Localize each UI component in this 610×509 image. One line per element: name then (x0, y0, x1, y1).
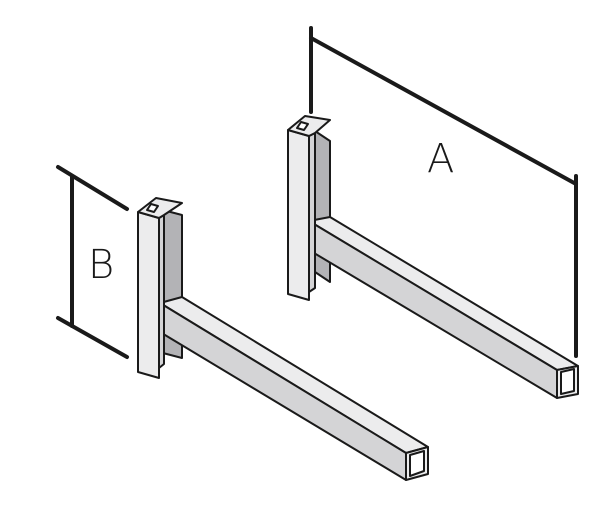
dimension-a-label: A (427, 136, 454, 182)
right-post-side-face (308, 132, 316, 293)
right-post-top-cap (287, 115, 331, 137)
right-arm-end-hole (560, 368, 575, 395)
left-post-front-face (137, 211, 160, 379)
left-arm-side-face (159, 302, 407, 481)
right-arm-top-face (308, 216, 579, 371)
right-post-slot (296, 121, 309, 131)
left-post-side-face (158, 214, 165, 369)
dimension-b-bottom-extension (56, 316, 129, 359)
right-post-front-face (287, 129, 310, 301)
right-bracket (287, 115, 579, 399)
dimension-b-label: B (88, 242, 114, 288)
right-arm-side-face (308, 220, 558, 399)
dimension-b-top-extension (56, 165, 129, 211)
dimension-a-line (309, 36, 578, 186)
left-post-top-cap (137, 197, 183, 219)
left-arm-top-face (159, 296, 429, 454)
left-bracket (137, 197, 429, 481)
dimension-a (309, 26, 578, 358)
dimension-b (56, 165, 129, 359)
left-post-slot (146, 203, 159, 213)
left-arm-end-hole (409, 450, 425, 477)
